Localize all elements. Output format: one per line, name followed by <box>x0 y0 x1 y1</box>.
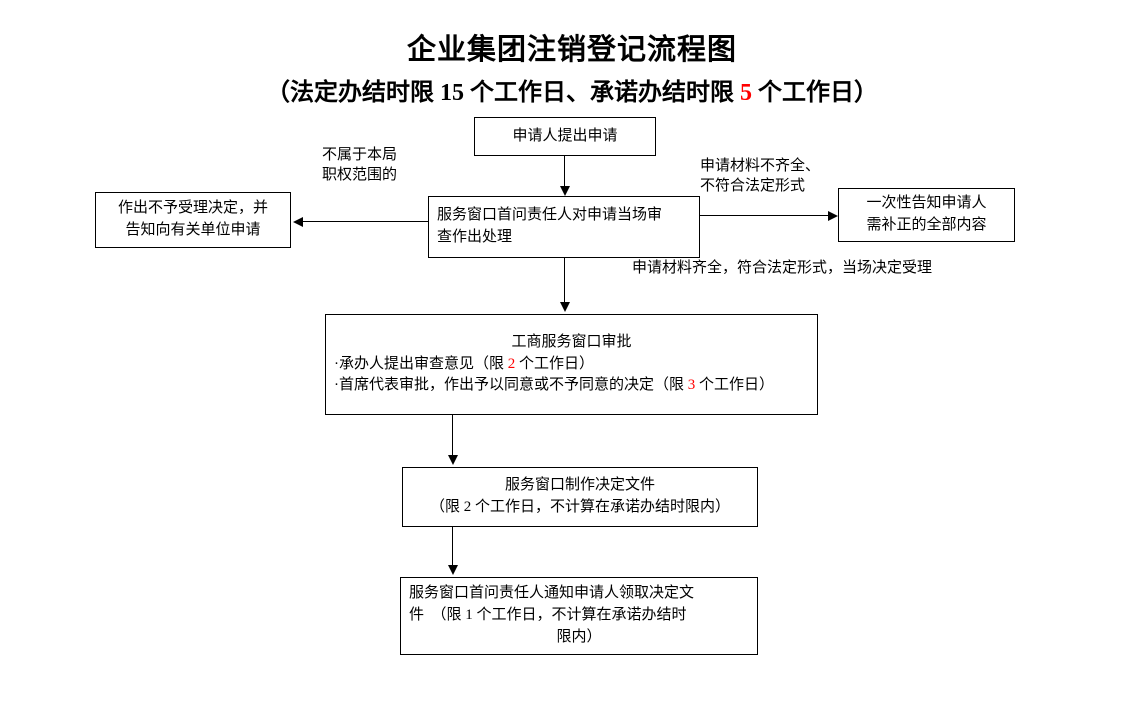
node-approval-bullet-1-after: 个工作日） <box>515 355 595 372</box>
connector-submit-to-review <box>564 156 565 188</box>
node-window-review-line2: 查作出处理 <box>437 229 513 245</box>
node-make-document-line1: 服务窗口制作决定文件 <box>504 477 655 494</box>
node-window-review-line1: 服务窗口首问责任人对申请当场审 <box>437 207 663 224</box>
arrowhead-review-to-approval <box>560 302 570 312</box>
node-notify-pickup[interactable]: 服务窗口首问责任人通知申请人领取决定文 件 （限 1 个工作日，不计算在承诺办结… <box>400 577 758 655</box>
node-approval-bullet-1: ·承办人提出审查意见（限 2 个工作日） <box>326 354 817 376</box>
node-reject-notice-line2: 告知向有关单位申请 <box>125 222 261 238</box>
node-one-time-notice-line1: 一次性告知申请人 <box>866 195 987 212</box>
arrowhead-submit-to-review <box>560 186 570 196</box>
edge-label-complete-materials: 申请材料齐全，符合法定形式，当场决定受理 <box>632 260 933 276</box>
arrowhead-review-to-reject <box>293 217 303 227</box>
subtitle-after: 个工作日） <box>752 80 878 106</box>
node-reject-notice[interactable]: 作出不予受理决定，并 告知向有关单位申请 <box>95 192 291 248</box>
node-window-review[interactable]: 服务窗口首问责任人对申请当场审 查作出处理 <box>428 196 700 258</box>
edge-label-not-in-scope: 不属于本局 职权范围的 <box>322 147 398 183</box>
node-one-time-notice-line2: 需补正的全部内容 <box>866 217 987 233</box>
node-one-time-notice[interactable]: 一次性告知申请人 需补正的全部内容 <box>838 188 1015 242</box>
node-notify-pickup-line1: 服务窗口首问责任人通知申请人领取决定文 <box>409 585 695 602</box>
node-approval[interactable]: 工商服务窗口审批 ·承办人提出审查意见（限 2 个工作日） ·首席代表审批，作出… <box>325 314 818 415</box>
node-applicant-submit-label: 申请人提出申请 <box>512 127 618 144</box>
node-make-document[interactable]: 服务窗口制作决定文件 （限 2 个工作日，不计算在承诺办结时限内） <box>402 467 758 527</box>
arrowhead-approval-to-make-document <box>448 455 458 465</box>
node-approval-title: 工商服务窗口审批 <box>511 333 632 350</box>
node-reject-notice-line1: 作出不予受理决定，并 <box>117 200 268 217</box>
arrowhead-review-to-one-time-notice <box>828 211 838 221</box>
connector-review-to-one-time-notice <box>700 215 828 216</box>
node-approval-bullet-1-before: ·承办人提出审查意见（限 <box>334 355 508 372</box>
edge-label-incomplete-materials: 申请材料不齐全、 不符合法定形式 <box>700 158 821 194</box>
node-approval-bullet-2-days: 3 <box>687 377 696 394</box>
node-approval-bullet-1-days: 2 <box>507 355 516 372</box>
connector-review-to-reject <box>303 221 428 222</box>
node-approval-bullet-2-before: ·首席代表审批，作出予以同意或不予同意的决定（限 <box>334 377 688 394</box>
page-title: 企业集团注销登记流程图 <box>406 34 737 66</box>
node-notify-pickup-line3: 限内） <box>556 628 602 645</box>
page-subtitle: （法定办结时限 15 个工作日、承诺办结时限 5 个工作日） <box>0 72 1144 107</box>
connector-approval-to-make-document <box>452 415 453 457</box>
node-approval-bullet-2-after: 个工作日） <box>695 377 775 394</box>
arrowhead-make-document-to-notify <box>448 565 458 575</box>
node-notify-pickup-line2: 件 （限 1 个工作日，不计算在承诺办结时 <box>409 607 687 624</box>
node-approval-bullet-2: ·首席代表审批，作出予以同意或不予同意的决定（限 3 个工作日） <box>326 375 817 397</box>
connector-review-to-approval <box>564 258 565 304</box>
connector-make-document-to-notify <box>452 527 453 567</box>
node-applicant-submit[interactable]: 申请人提出申请 <box>474 117 656 156</box>
subtitle-highlight-number: 5 <box>740 80 752 106</box>
node-make-document-line2: （限 2 个工作日，不计算在承诺办结时限内） <box>429 499 730 515</box>
subtitle-before: （法定办结时限 15 个工作日、承诺办结时限 <box>266 80 740 106</box>
